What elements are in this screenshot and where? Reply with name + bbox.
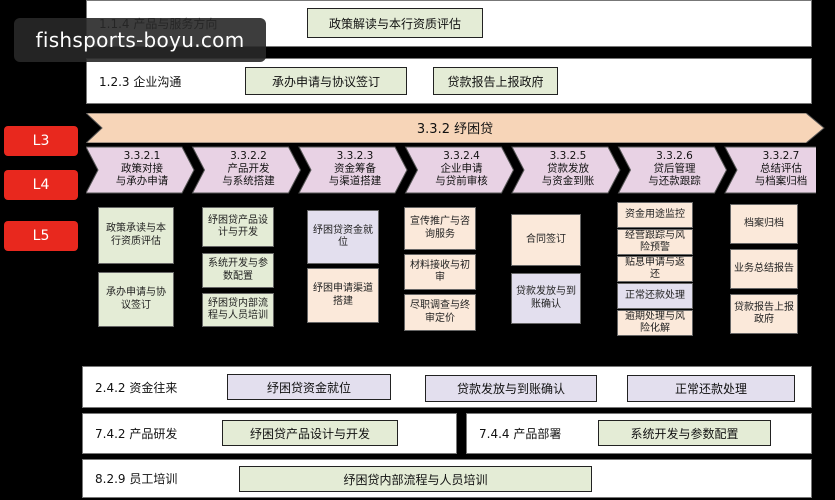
l5-task-box[interactable]: 政策承读与本行资质评估 <box>98 207 174 264</box>
section-label: 7.4.2 产品研发 <box>95 427 178 441</box>
section-label: 7.4.4 产品部署 <box>479 427 562 441</box>
process-box[interactable]: 纾困贷内部流程与人员培训 <box>239 466 592 492</box>
l4-step-chevron[interactable] <box>511 146 621 194</box>
l4-step-line1: 政策对接 <box>121 162 163 175</box>
l5-task-box[interactable]: 尽职调查与终审定价 <box>404 294 476 331</box>
level-tag-l5: L5 <box>4 221 78 251</box>
l5-task-box[interactable]: 贷款报告上报政府 <box>730 294 798 334</box>
process-box[interactable]: 正常还款处理 <box>627 375 795 402</box>
l4-step-chevron[interactable] <box>617 146 728 194</box>
l4-step-code: 3.3.2.5 <box>550 150 587 162</box>
process-box[interactable]: 纾困贷资金就位 <box>227 374 391 400</box>
l4-step-chevron[interactable] <box>404 146 515 194</box>
l4-step-line1: 贷款发放 <box>547 162 589 175</box>
l4-step-line1: 产品开发 <box>228 162 270 175</box>
l4-step-code: 3.3.2.2 <box>230 150 267 162</box>
l4-step-line1: 资金筹备 <box>334 162 376 175</box>
l5-task-box[interactable]: 材料接收与初审 <box>404 254 476 290</box>
l5-task-box[interactable]: 资金用途监控 <box>617 202 693 228</box>
section-label: 1.2.3 企业沟通 <box>99 74 182 89</box>
l5-task-box[interactable]: 承办申请与协议签订 <box>98 272 174 327</box>
l5-task-box[interactable]: 合同签订 <box>511 214 581 266</box>
l5-task-box[interactable]: 业务总结报告 <box>730 249 798 289</box>
l4-step-chevron[interactable] <box>86 146 195 194</box>
l4-step-line1: 贷后管理 <box>654 162 696 175</box>
l4-step-code: 3.3.2.7 <box>763 150 800 162</box>
l4-step-code: 3.3.2.6 <box>656 150 693 162</box>
l3-banner-arrow <box>86 113 825 143</box>
level-tag-l3: L3 <box>4 126 78 156</box>
l5-task-box[interactable]: 系统开发与参数配置 <box>202 253 274 288</box>
watermark: fishsports-boyu.com <box>14 18 266 62</box>
process-box[interactable]: 承办申请与协议签订 <box>245 67 407 95</box>
l5-task-box[interactable]: 正常还款处理 <box>617 283 693 309</box>
l5-task-box[interactable]: 逾期处理与风险化解 <box>617 310 693 336</box>
process-box[interactable]: 政策解读与本行资质评估 <box>307 8 483 38</box>
l4-step-chevron[interactable] <box>298 146 408 194</box>
process-box[interactable]: 纾困贷产品设计与开发 <box>222 420 398 446</box>
l4-step-line1: 企业申请 <box>441 162 483 175</box>
l4-step-line2: 与还款跟踪 <box>648 174 701 187</box>
l5-task-box[interactable]: 纾困贷内部流程与人员培训 <box>202 293 274 327</box>
section-label: 8.2.9 员工培训 <box>95 472 178 486</box>
l5-task-box[interactable]: 纾困贷产品设计与开发 <box>202 207 274 247</box>
level-tag-l4: L4 <box>4 170 78 200</box>
l4-step-code: 3.3.2.4 <box>443 150 480 162</box>
l4-step-line2: 与渠道搭建 <box>329 174 382 187</box>
l4-step-chevron[interactable] <box>191 146 302 194</box>
section-label: 2.4.2 资金往来 <box>95 380 178 395</box>
l5-task-box[interactable]: 经营跟踪与风险预警 <box>617 229 693 255</box>
l4-step-chevron[interactable] <box>724 146 816 194</box>
l5-task-box[interactable]: 档案归档 <box>730 204 798 244</box>
process-box[interactable]: 贷款报告上报政府 <box>433 67 558 95</box>
l4-step-line2: 与承办申请 <box>116 174 169 187</box>
l5-task-box[interactable]: 贷款发放与到账确认 <box>511 273 581 324</box>
section-bar-1-2-3: 1.2.3 企业沟通 <box>86 58 812 104</box>
l4-step-line2: 与档案归档 <box>755 174 808 187</box>
l4-step-line2: 与贷前审核 <box>435 174 488 187</box>
l5-task-box[interactable]: 贴息申请与返还 <box>617 256 693 282</box>
l5-task-box[interactable]: 纾困申请渠道搭建 <box>307 268 379 323</box>
process-box[interactable]: 贷款发放与到账确认 <box>425 375 597 402</box>
l3-banner-label: 3.3.2 纾困贷 <box>417 122 493 137</box>
l4-step-code: 3.3.2.1 <box>124 150 161 162</box>
l5-task-box[interactable]: 宣传推广与咨询服务 <box>404 207 476 250</box>
l4-step-line2: 与资金到账 <box>542 174 595 187</box>
l3-banner: 3.3.2 纾困贷 <box>86 113 825 143</box>
l5-task-box[interactable]: 纾困贷资金就位 <box>307 210 379 264</box>
process-box[interactable]: 系统开发与参数配置 <box>598 420 771 446</box>
l4-step-line2: 与系统搭建 <box>222 174 275 187</box>
l4-step-code: 3.3.2.3 <box>337 150 374 162</box>
l4-step-line1: 总结评估 <box>760 162 802 175</box>
